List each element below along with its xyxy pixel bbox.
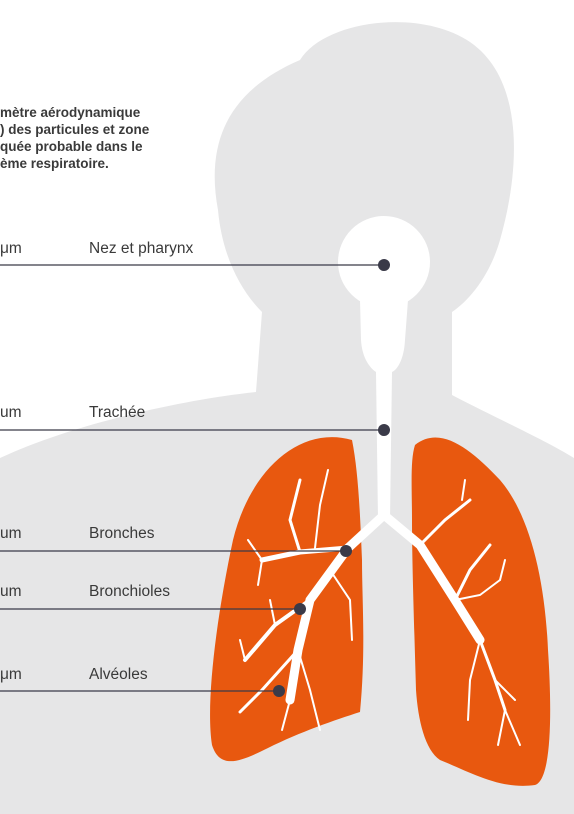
marker-bronches [340, 545, 352, 557]
size-label-bronchioles: um [0, 583, 22, 601]
marker-trachee [378, 424, 390, 436]
region-label-bronches: Bronches [89, 525, 154, 543]
size-label-alveoles: μm [0, 666, 22, 684]
region-label-trachee: Trachée [89, 404, 145, 422]
marker-alveoles [273, 685, 285, 697]
region-label-bronchioles: Bronchioles [89, 583, 170, 601]
size-label-nez: μm [0, 240, 22, 258]
marker-bronchioles [294, 603, 306, 615]
region-label-alveoles: Alvéoles [89, 666, 148, 684]
size-label-bronches: um [0, 525, 22, 543]
diagram-caption: mètre aérodynamique ) des particules et … [0, 104, 240, 172]
size-label-trachee: um [0, 404, 22, 422]
region-label-nez-pharynx: Nez et pharynx [89, 240, 193, 258]
marker-nez [378, 259, 390, 271]
